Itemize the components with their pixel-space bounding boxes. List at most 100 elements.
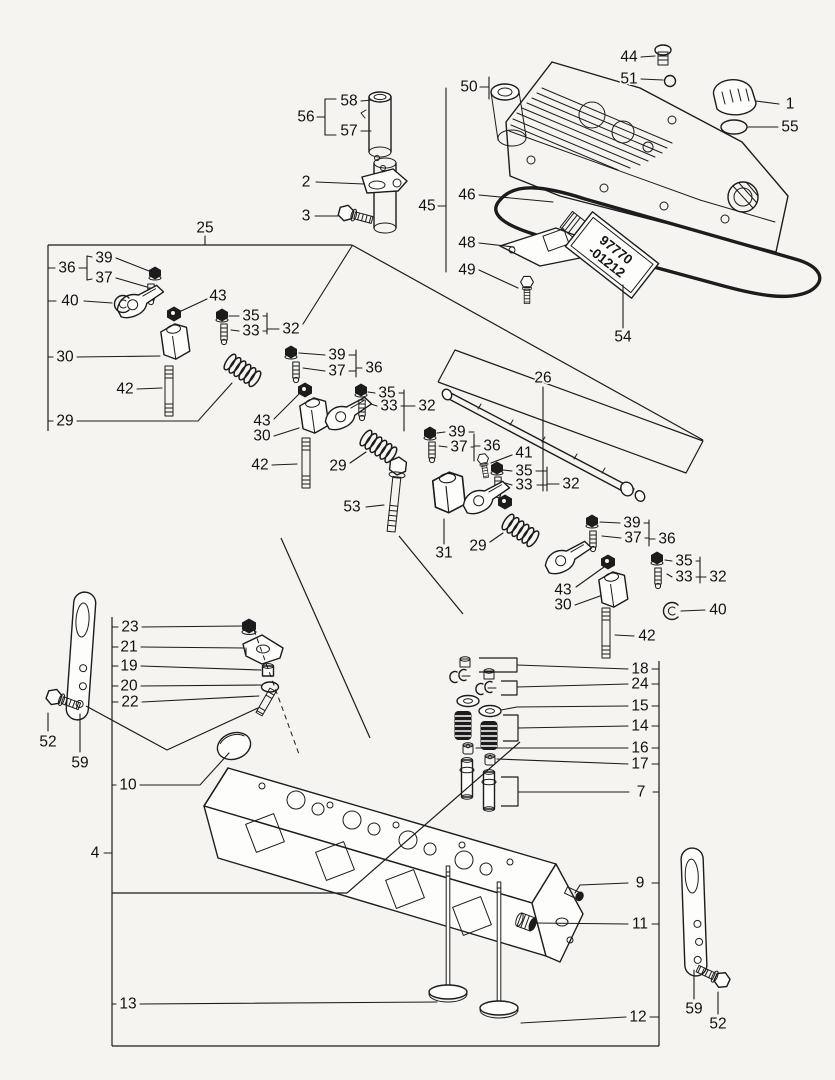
- breather-cap-art: [490, 83, 527, 147]
- callout-42-leader-0: [271, 463, 298, 466]
- callout-41-leader-0: [490, 454, 513, 464]
- callout-1: 1: [786, 96, 795, 113]
- lifting-eye-right-art: [680, 846, 733, 991]
- callout-20: 20: [120, 678, 138, 695]
- callout-53-leader-0: [365, 504, 385, 508]
- rocker-group-1-art: [113, 266, 264, 417]
- callout-15-leader-1: [500, 705, 629, 711]
- callout-33-leader-0: [666, 573, 673, 578]
- callout-39-leader-0: [115, 257, 150, 272]
- callout-25: 25: [196, 220, 213, 237]
- callout-12: 12: [629, 1009, 646, 1026]
- callout-42: 42: [251, 457, 268, 474]
- callout-35-leader-0: [502, 469, 513, 472]
- callout-53: 53: [343, 499, 360, 516]
- callout-18-leader-1: [516, 664, 629, 670]
- callout-26: 26: [534, 370, 551, 387]
- callout-29-leader-1: [76, 382, 233, 422]
- callout-46-leader-0: [478, 194, 554, 203]
- callout-4: 4: [91, 845, 100, 862]
- region4-diagonal: [346, 741, 521, 894]
- callout-33: 33: [675, 569, 692, 586]
- callout-15: 15: [631, 698, 648, 715]
- rocker-shaft-art: [441, 388, 646, 503]
- callout-39-leader-0: [599, 521, 621, 524]
- callout-56: 56: [297, 109, 314, 126]
- callout-2-leader-0: [315, 181, 365, 185]
- install-diagonal: [280, 537, 371, 739]
- callout-30-leader-0: [574, 595, 601, 606]
- callout-29-leader-0: [349, 451, 367, 464]
- callout-58-leader-0: [360, 99, 373, 102]
- callout-36-leader-3: [86, 255, 93, 258]
- callout-51: 51: [620, 71, 637, 88]
- callout-32: 32: [562, 476, 579, 493]
- callout-20-leader-1: [140, 684, 262, 687]
- callout-22: 22: [121, 694, 138, 711]
- callout-52: 52: [709, 1016, 726, 1033]
- callout-9: 9: [636, 875, 645, 892]
- callout-36: 36: [365, 360, 382, 377]
- callout-37: 37: [328, 363, 345, 380]
- head-stud-9-art: [564, 886, 584, 902]
- callout-35: 35: [515, 463, 532, 480]
- callout-40: 40: [709, 602, 727, 619]
- callout-11-leader-1: [535, 922, 629, 925]
- sealant-tube-art: 97770 -01212: [559, 210, 660, 299]
- callout-36: 36: [483, 438, 500, 455]
- callout-11: 11: [632, 916, 648, 933]
- callout-36: 36: [658, 531, 675, 548]
- callout-9-leader-1: [574, 882, 629, 894]
- callout-44: 44: [620, 49, 638, 66]
- callout-58: 58: [340, 93, 357, 110]
- cover-bolt-art: [654, 44, 677, 88]
- oil-cap-art: [712, 78, 757, 135]
- callout-52: 52: [39, 734, 56, 751]
- callout-57: 57: [340, 123, 357, 140]
- callout-42-leader-0: [136, 387, 163, 390]
- washer-20-art: [260, 681, 280, 693]
- callout-13: 13: [119, 996, 136, 1013]
- callout-37-leader-0: [601, 535, 622, 539]
- callout-49-leader-0: [478, 269, 519, 289]
- callout-32-leader-4: [302, 245, 353, 325]
- callout-33-leader-0: [230, 329, 240, 332]
- callout-39: 39: [328, 347, 345, 364]
- callout-39: 39: [95, 250, 112, 267]
- callout-54: 54: [614, 329, 632, 346]
- callout-33-leader-0: [370, 403, 378, 407]
- callout-43-leader-0: [575, 566, 605, 588]
- callout-59: 59: [685, 1001, 702, 1018]
- callout-42: 42: [638, 628, 655, 645]
- valve-train-art: [449, 656, 502, 812]
- callout-30-leader-1: [76, 355, 161, 358]
- callout-39-leader-0: [298, 352, 326, 356]
- callout-43: 43: [554, 582, 571, 599]
- callout-19-leader-1: [140, 665, 262, 671]
- bracket-box-24: [501, 680, 518, 696]
- bolt53-pointer: [398, 535, 464, 615]
- callout-33-leader-0: [504, 482, 513, 486]
- callout-36: 36: [58, 260, 75, 277]
- eye-mount-pointer: [85, 705, 259, 751]
- callout-32: 32: [418, 398, 435, 415]
- callout-35: 35: [675, 553, 692, 570]
- callout-17-leader-1: [496, 758, 629, 765]
- callout-42: 42: [116, 381, 133, 398]
- region25-diagonal: [351, 244, 704, 441]
- callout-45: 45: [418, 198, 435, 215]
- callout-40: 40: [61, 293, 79, 310]
- callout-33: 33: [515, 477, 532, 494]
- callout-37: 37: [624, 530, 641, 547]
- callout-1-leader-0: [755, 100, 780, 105]
- callout-13-leader-1: [139, 1001, 438, 1005]
- bracket-box-14: [503, 714, 519, 742]
- callout-42-leader-0: [614, 634, 635, 637]
- callout-35: 35: [378, 385, 395, 402]
- callout-32: 32: [282, 321, 299, 338]
- cylinder-head-art: [203, 767, 584, 963]
- callout-23: 23: [121, 619, 138, 636]
- callout-35-leader-0: [367, 391, 376, 394]
- callout-17: 17: [631, 756, 648, 773]
